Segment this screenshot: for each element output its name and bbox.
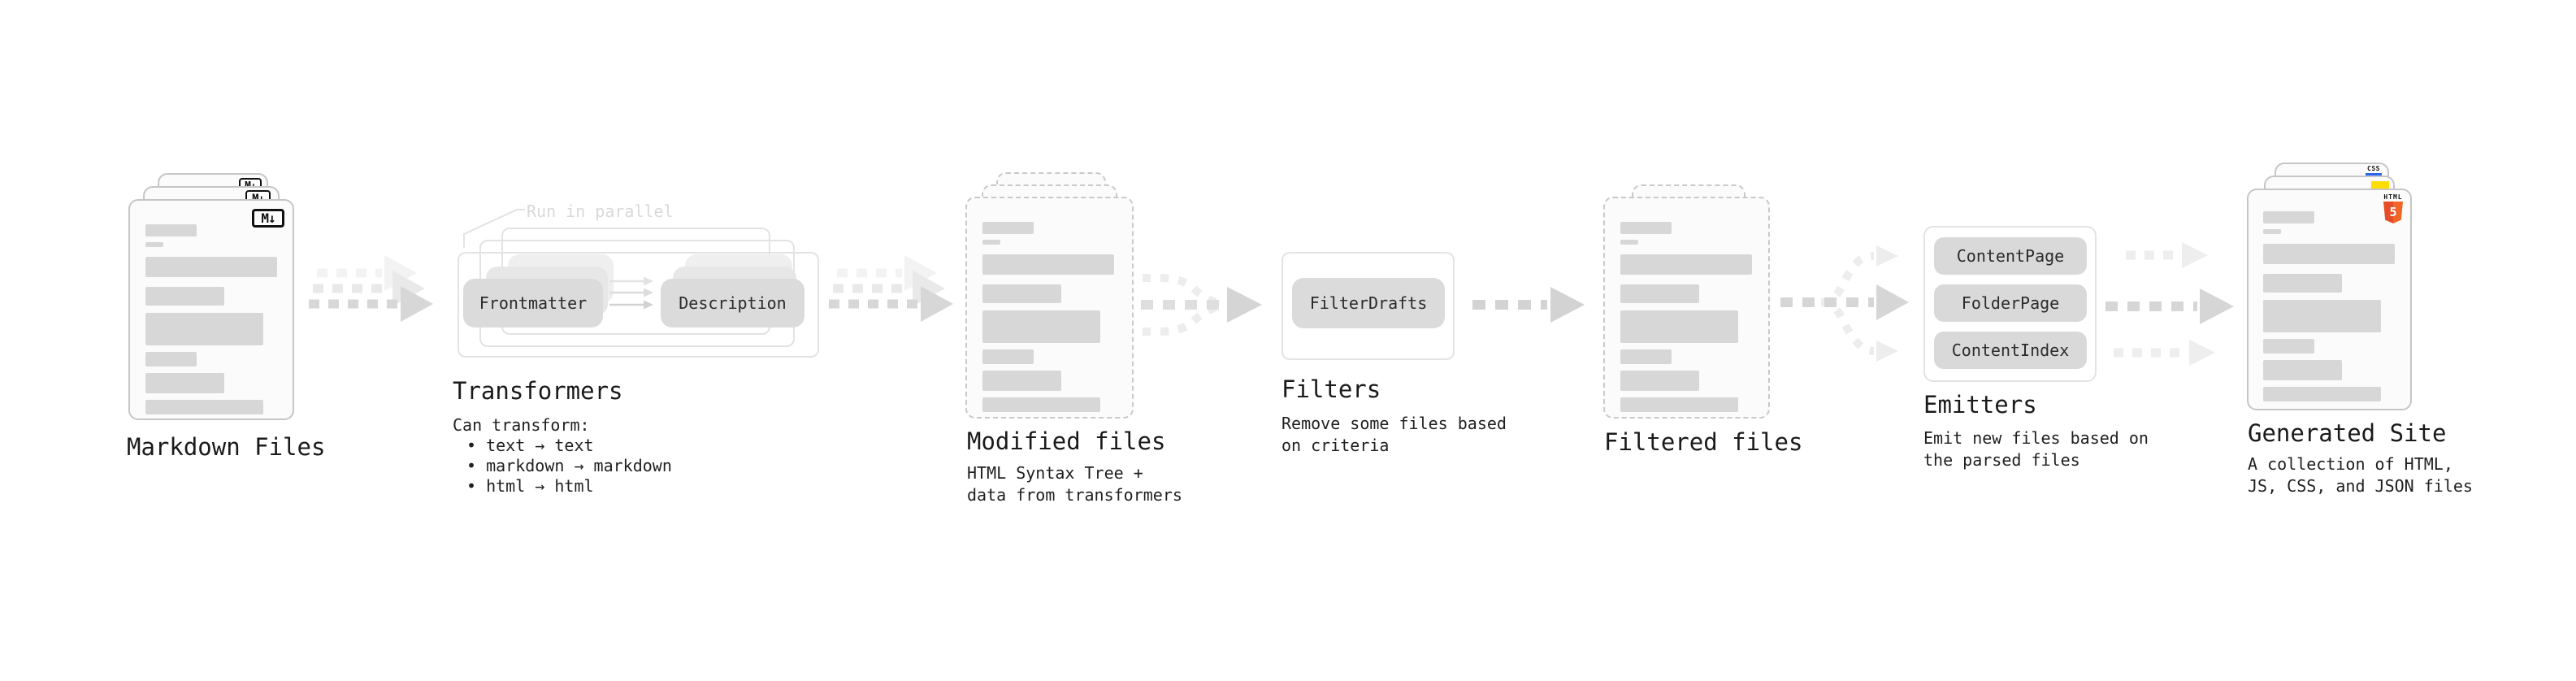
contentpage-pill: ContentPage [1934,237,2087,275]
run-in-parallel-note: Run in parallel [527,202,674,221]
filters-description: Remove some files based on criteria [1281,414,1507,455]
contentindex-pill: ContentIndex [1934,332,2087,369]
frontmatter-pill: Frontmatter [463,279,603,327]
generated-site-description: A collection of HTML, JS, CSS, and JSON … [2248,454,2473,496]
stage-title-filtered-files: Filtered files [1604,428,1803,456]
stage-title-transformers: Transformers [453,377,623,405]
file-card-front [965,197,1134,419]
flow-arrow-icon [1472,287,1585,323]
flow-arrow-stacked-icon [829,255,953,322]
file-card-front-html: HTML 5 [2247,189,2412,410]
stage-title-markdown-files: Markdown Files [127,433,326,461]
stage-title-filters: Filters [1281,375,1381,403]
file-card-front [1603,197,1770,419]
description-pill: Description [661,279,804,327]
text-placeholder-bars [982,222,1114,412]
stage-title-modified-files: Modified files [967,427,1166,455]
stage-title-generated-site: Generated Site [2248,419,2447,447]
modified-files-description: HTML Syntax Tree + data from transformer… [967,463,1182,505]
stage-title-emitters: Emitters [1923,391,2037,419]
markdown-icon: M↓ [252,209,284,228]
text-placeholder-bars [145,224,277,414]
flow-arrow-stacked-icon [309,255,433,322]
parallel-arrows-icon [2105,242,2234,366]
emitters-description: Emit new files based on the parsed files [1923,428,2149,470]
filters-box [1281,252,1455,360]
emitters-box [1923,226,2097,382]
text-placeholder-bars [2263,211,2395,401]
merge-arrow-icon [1141,274,1262,336]
transformers-description: Can transform: • text → text • markdown … [453,415,672,496]
note-leader-line [463,209,525,248]
transformer-layer-box-front [458,252,819,358]
folderpage-pill: FolderPage [1934,284,2087,322]
fanout-arrow-icon [1780,245,1909,362]
html5-icon: HTML 5 [2383,193,2404,223]
filterdrafts-pill: FilterDrafts [1292,278,1445,328]
file-card-front: M↓ [128,199,294,420]
css-icon: CSS [2366,166,2382,176]
text-placeholder-bars [1620,222,1752,412]
pill-arrows-icon [609,276,653,310]
